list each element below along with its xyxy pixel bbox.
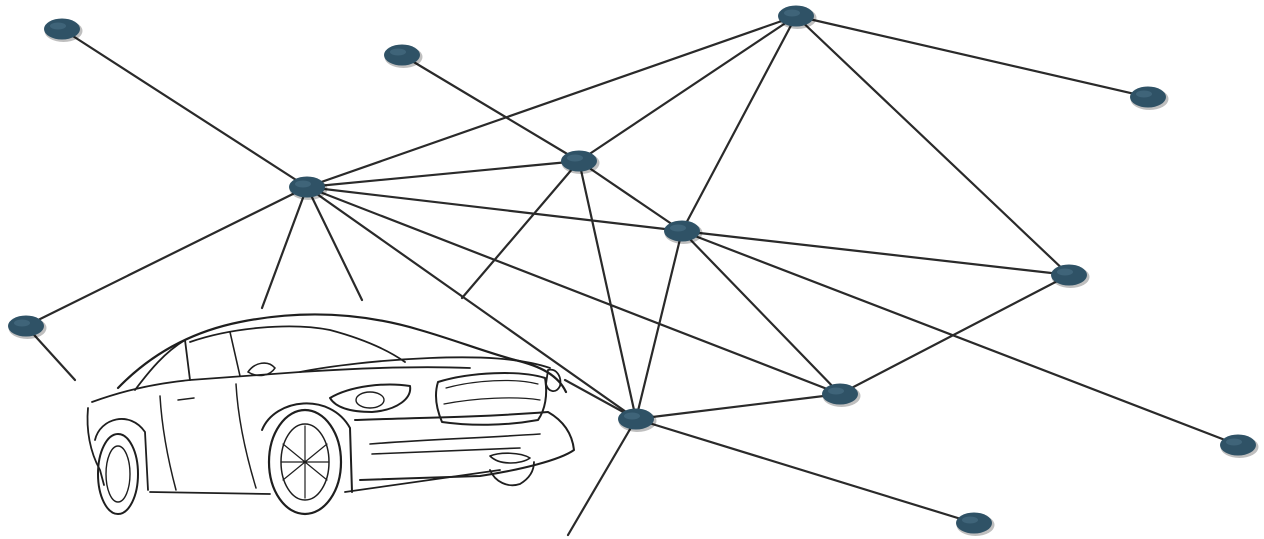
- edge-line: [680, 229, 1071, 277]
- car-window-pillar: [229, 331, 241, 377]
- edge-line: [305, 185, 684, 233]
- car-side-mirror: [247, 362, 276, 377]
- network-node: [778, 5, 817, 29]
- network-node: [384, 44, 423, 68]
- network-node: [8, 315, 47, 339]
- edge-line: [577, 159, 638, 421]
- edge-line: [577, 159, 684, 233]
- edge-line: [794, 14, 1150, 99]
- car-headlight-lens: [355, 391, 385, 409]
- node-highlight: [567, 154, 583, 162]
- node-highlight: [50, 22, 66, 30]
- node-highlight: [1057, 268, 1073, 276]
- nodes-layer: [8, 5, 1259, 536]
- network-node: [289, 176, 328, 200]
- car-lower-intake: [369, 433, 541, 455]
- edge-line: [680, 229, 842, 396]
- car-rear-rim: [105, 445, 131, 503]
- edge-line: [794, 14, 1071, 277]
- car-side-light: [545, 368, 562, 392]
- node-highlight: [390, 48, 406, 56]
- edge-line: [60, 27, 309, 189]
- car-rear-wheel: [97, 433, 139, 515]
- edge-line: [634, 229, 684, 421]
- car-grille: [434, 372, 548, 426]
- edge-line: [680, 14, 798, 233]
- network-node: [1220, 434, 1259, 458]
- car-door-handle: [177, 397, 195, 401]
- edge-line: [305, 185, 842, 396]
- node-highlight: [962, 516, 978, 524]
- car-door-line: [159, 395, 177, 491]
- car-front-wheel-arch: [261, 402, 353, 493]
- car-illustration: [86, 313, 575, 516]
- edge-line: [634, 417, 976, 525]
- network-node: [664, 220, 703, 244]
- car-front-rim-spokes: [280, 425, 330, 499]
- node-highlight: [1226, 438, 1242, 446]
- car-rear-wheel-arch: [94, 418, 149, 491]
- node-highlight: [295, 180, 311, 188]
- car-door-line-2: [235, 383, 257, 489]
- edge-line: [634, 392, 842, 421]
- car-grille-inner: [443, 379, 541, 405]
- car-front-wheel-right: [489, 461, 535, 487]
- car-headlight: [329, 383, 412, 413]
- edge-line: [305, 185, 638, 421]
- car-side-lower: [86, 407, 105, 486]
- network-node: [956, 512, 995, 536]
- car-front-bumper: [354, 411, 575, 481]
- edge-line: [305, 14, 798, 189]
- network-node: [1130, 86, 1169, 110]
- node-highlight: [14, 319, 30, 327]
- network-node: [561, 150, 600, 174]
- car-hood: [299, 356, 551, 373]
- edge-line: [680, 229, 1240, 447]
- edge-line: [400, 53, 581, 163]
- node-highlight: [624, 412, 640, 420]
- node-highlight: [784, 9, 800, 17]
- car-front-wheel: [267, 408, 343, 516]
- car-fog-light: [489, 452, 531, 464]
- edge-line: [460, 159, 581, 300]
- car-rear-window: [134, 339, 191, 391]
- edge-line: [24, 185, 309, 328]
- node-highlight: [1136, 90, 1152, 98]
- network-node: [44, 18, 83, 42]
- edge-line: [838, 273, 1071, 396]
- node-highlight: [828, 387, 844, 395]
- car-sill: [149, 469, 501, 495]
- car-front-window: [189, 325, 406, 363]
- edge-line: [577, 14, 798, 163]
- network-node: [618, 408, 657, 432]
- edge-line: [566, 417, 638, 537]
- node-highlight: [670, 224, 686, 232]
- network-node: [1051, 264, 1090, 288]
- edge-line: [260, 185, 309, 310]
- edge-line: [305, 159, 581, 189]
- edge-line: [305, 185, 364, 302]
- network-node: [822, 383, 861, 407]
- edges-layer: [24, 14, 1240, 537]
